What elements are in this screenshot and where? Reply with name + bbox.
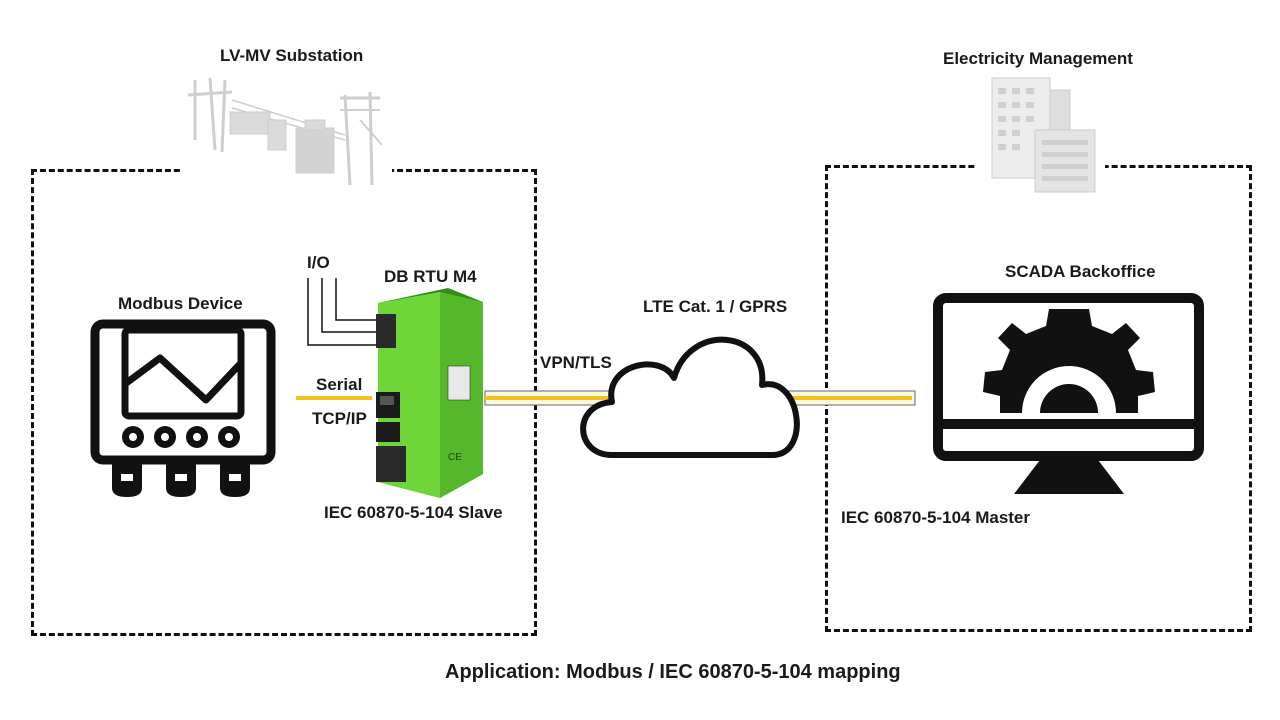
vpn-label: VPN/TLS (540, 353, 612, 372)
management-title: Electricity Management (943, 49, 1133, 68)
office-building-illustration (991, 77, 1096, 193)
scada-role-label: IEC 60870-5-104 Master (841, 508, 1031, 527)
rtu-title: DB RTU M4 (384, 267, 477, 286)
network-link-label: LTE Cat. 1 / GPRS (643, 297, 788, 316)
scada-title: SCADA Backoffice (1005, 262, 1156, 281)
monitor-gear-icon (933, 293, 1204, 494)
serial-label: Serial (316, 375, 363, 394)
io-label: I/O (307, 253, 330, 272)
meter-device-icon (90, 319, 276, 497)
cloud-icon (580, 336, 800, 458)
substation-illustration (187, 77, 383, 186)
svg-text:CE: CE (448, 452, 462, 463)
footer-caption: Application: Modbus / IEC 60870-5-104 ma… (445, 661, 901, 683)
tcpip-label: TCP/IP (312, 409, 367, 428)
modbus-device-title: Modbus Device (118, 294, 243, 313)
din-rail-rtu-image: CE (376, 288, 483, 498)
substation-title: LV-MV Substation (220, 46, 364, 65)
rtu-role-label: IEC 60870-5-104 Slave (324, 503, 503, 522)
io-lines (307, 278, 382, 346)
